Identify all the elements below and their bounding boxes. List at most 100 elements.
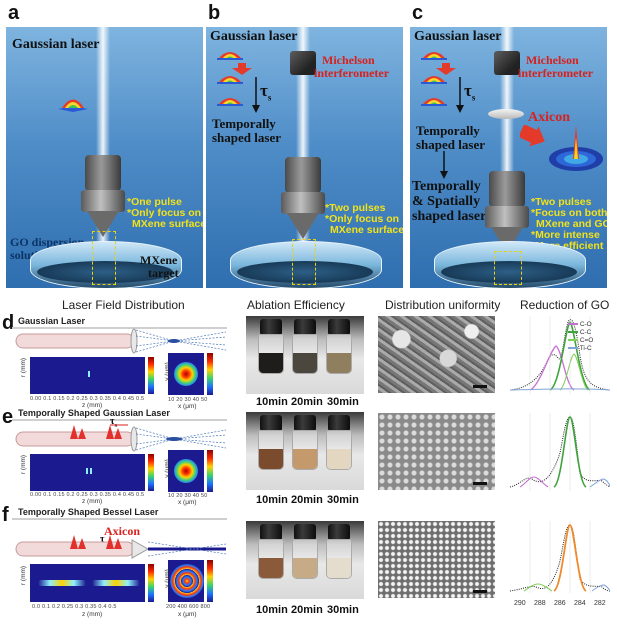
objective-lens-icon xyxy=(85,155,121,191)
interferometer-label: interferometer xyxy=(518,66,594,80)
time-label: 30min xyxy=(327,494,359,506)
objective-tip xyxy=(287,213,319,239)
z-axis-label: z (mm) xyxy=(82,611,103,618)
row-e-title: Temporally Shaped Gaussian Laser xyxy=(18,408,170,418)
temporally-label: Temporally xyxy=(416,123,480,138)
x-tick: 288 xyxy=(534,600,546,607)
panel-c-note-5: *More efficient xyxy=(531,240,604,252)
panel-a-note-1: *One pulse xyxy=(127,196,182,208)
field-heatmap-f xyxy=(30,564,145,602)
colorbar xyxy=(148,564,154,602)
field-heatmap-d xyxy=(30,357,145,394)
panel-a-note-3: MXene surface xyxy=(132,218,203,230)
panel-c-note-4: *More intense xyxy=(531,229,600,241)
gaussian-beam-diagram xyxy=(15,328,227,354)
row-f-title: Temporally Shaped Bessel Laser xyxy=(18,507,159,517)
x-tick: 282 xyxy=(594,600,606,607)
panel-label-d: d xyxy=(2,312,15,334)
y-axis-label: y (μm) xyxy=(163,569,171,588)
time-label: 20min xyxy=(291,494,323,506)
r-axis-label: r (mm) xyxy=(20,357,28,378)
temporally-final-label: Temporally xyxy=(412,179,481,194)
colorbar xyxy=(148,454,154,491)
panel-label-a: a xyxy=(8,2,20,24)
field-heatmap-e xyxy=(30,454,145,491)
legend-item: C-O xyxy=(568,321,593,329)
michelson-interferometer-icon xyxy=(290,51,316,75)
xy-bessel-rings-f xyxy=(168,560,204,602)
scale-bar xyxy=(473,482,487,485)
gaussian-profile-icon xyxy=(217,98,243,106)
michelson-interferometer-icon xyxy=(494,51,520,75)
panel-label-b: b xyxy=(208,2,221,24)
header-ablation-efficiency: Ablation Efficiency xyxy=(247,298,345,312)
xy-ticks: 10 20 30 40 50 xyxy=(168,493,208,499)
header-field-distribution: Laser Field Distribution xyxy=(62,298,185,312)
shaped-laser-final-label: shaped laser xyxy=(412,209,487,224)
xy-ticks: 10 20 30 40 50 xyxy=(168,397,208,403)
x-tick: 284 xyxy=(574,600,586,607)
colorbar xyxy=(148,357,154,394)
axicon-lens-icon xyxy=(488,109,524,119)
tau-symbol: τs xyxy=(260,81,272,103)
xps-legend: C-O C-C C=O Ti-C xyxy=(568,321,593,353)
panel-a-scene: Gaussian laser *One pulse *Only focus on… xyxy=(6,27,203,288)
colorbar xyxy=(207,560,213,602)
x-tick: 290 xyxy=(514,600,526,607)
z-ticks: 0.0 0.1 0.2 0.25 0.3 0.35 0.4 0.5 xyxy=(32,604,117,610)
gaussian-profile-icon xyxy=(421,98,447,106)
shaped-bessel-beam-diagram xyxy=(15,535,227,559)
time-label: 30min xyxy=(327,396,359,408)
vial-photo-e xyxy=(246,412,364,490)
panel-label-f: f xyxy=(2,504,9,526)
shaped-laser-label: shaped laser xyxy=(416,137,485,152)
focus-region-box xyxy=(292,239,316,285)
gaussian-profile-icon xyxy=(217,52,243,60)
z-axis-label: z (mm) xyxy=(82,402,103,409)
objective-body xyxy=(281,192,325,214)
r-axis-label: r (mm) xyxy=(20,454,28,475)
vial-photo-f xyxy=(246,521,364,599)
shaped-laser-label: shaped laser xyxy=(212,130,281,145)
mxene-target-disk xyxy=(37,261,173,283)
time-label: 10min xyxy=(256,604,288,616)
panel-c-title: Gaussian laser xyxy=(414,29,502,44)
michelson-label: Michelson xyxy=(526,53,579,67)
time-label: 20min xyxy=(291,604,323,616)
mxene-target-disk xyxy=(441,261,577,283)
x-tick: 286 xyxy=(554,600,566,607)
header-distribution-uniformity: Distribution uniformity xyxy=(385,298,501,312)
shaped-gaussian-beam-diagram xyxy=(15,424,227,452)
mxene-target-disk xyxy=(237,261,373,283)
target-label: target xyxy=(148,266,179,280)
r-axis-label: r (mm) xyxy=(20,565,28,586)
panel-b-title: Gaussian laser xyxy=(210,29,298,44)
xy-spot-e xyxy=(168,450,204,492)
axicon-label: Axicon xyxy=(528,110,570,125)
sem-image-f xyxy=(378,521,495,598)
y-axis-label: y (μm) xyxy=(163,459,171,478)
legend-item: C=O xyxy=(568,337,593,345)
scale-bar xyxy=(473,590,487,593)
xy-ticks: 200 400 600 800 xyxy=(166,604,211,610)
row-divider xyxy=(12,419,227,421)
mxene-label: MXene xyxy=(140,253,178,267)
header-reduction-go: Reduction of GO xyxy=(520,298,610,312)
z-ticks: 0.00 0.1 0.15 0.2 0.25 0.3 0.35 0.4 0.45… xyxy=(30,396,145,402)
row-divider xyxy=(12,518,227,520)
z-ticks: 0.00 0.1 0.15 0.2 0.25 0.3 0.35 0.4 0.45… xyxy=(30,492,145,498)
panel-a-note-2: *Only focus on xyxy=(127,207,202,219)
panel-c-note-2: *Focus on both xyxy=(531,207,607,219)
xps-spectrum-e xyxy=(510,413,610,491)
colorbar xyxy=(207,450,213,492)
x-axis-label: x (μm) xyxy=(178,403,197,410)
xps-spectrum-d xyxy=(510,316,610,394)
panel-b-note-3: MXene surface xyxy=(330,224,403,236)
objective-body xyxy=(81,190,125,212)
red-arrow-icon xyxy=(232,63,252,75)
axicon-label: Axicon xyxy=(104,524,140,538)
focus-region-box xyxy=(92,231,116,285)
xy-spot-d xyxy=(168,353,204,395)
bessel-beam-profile-icon xyxy=(549,125,603,171)
time-label: 10min xyxy=(256,396,288,408)
